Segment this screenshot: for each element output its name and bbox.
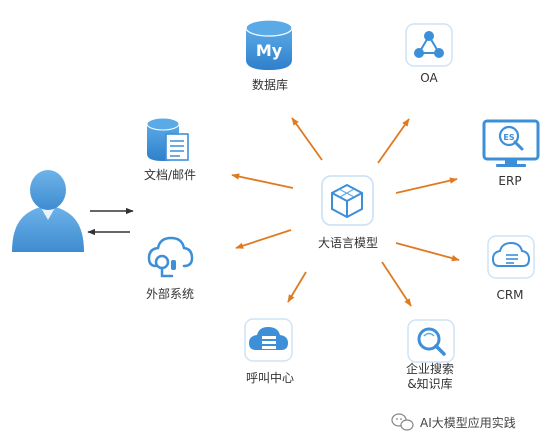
network-nodes-icon (405, 23, 453, 67)
cloud-headset-icon (147, 236, 194, 278)
svg-text:ES: ES (503, 133, 514, 142)
cube-model-icon (321, 175, 374, 226)
user-to-system-arrows (87, 207, 134, 236)
arrow-to-oa (377, 118, 410, 164)
call-center-label: 呼叫中心 (245, 371, 295, 385)
database-label: 数据库 (251, 78, 289, 92)
svg-text:My: My (256, 41, 283, 60)
arrow-to-docs (231, 173, 294, 189)
enterprise-search-label: 企业搜索 &知识库 (405, 362, 455, 391)
llm-connection-arrows (231, 117, 460, 307)
arrow-to-crm (395, 242, 460, 262)
arrow-to-erp (395, 177, 458, 194)
oa-label: OA (420, 71, 438, 85)
external-system-label: 外部系统 (145, 287, 195, 301)
docs-mail-label: 文档/邮件 (143, 168, 197, 182)
watermark-text: AI大模型应用实践 (420, 416, 516, 430)
user-avatar-icon (12, 170, 84, 252)
cloud-list-icon (487, 235, 535, 279)
search-refresh-icon (407, 319, 455, 363)
arrow-to-external (235, 229, 292, 249)
arrow-to-search (381, 261, 412, 307)
monitor-erp-icon: ES (482, 119, 540, 167)
mysql-database-icon: My (245, 19, 293, 70)
cloud-server-icon (244, 318, 293, 362)
crm-label: CRM (496, 288, 524, 302)
erp-label: ERP (498, 174, 522, 188)
database-document-icon (146, 117, 189, 161)
arrow-to-callcenter (287, 271, 307, 303)
llm-label: 大语言模型 (317, 236, 379, 250)
arrow-to-database (291, 117, 323, 161)
wechat-icon (391, 413, 414, 431)
